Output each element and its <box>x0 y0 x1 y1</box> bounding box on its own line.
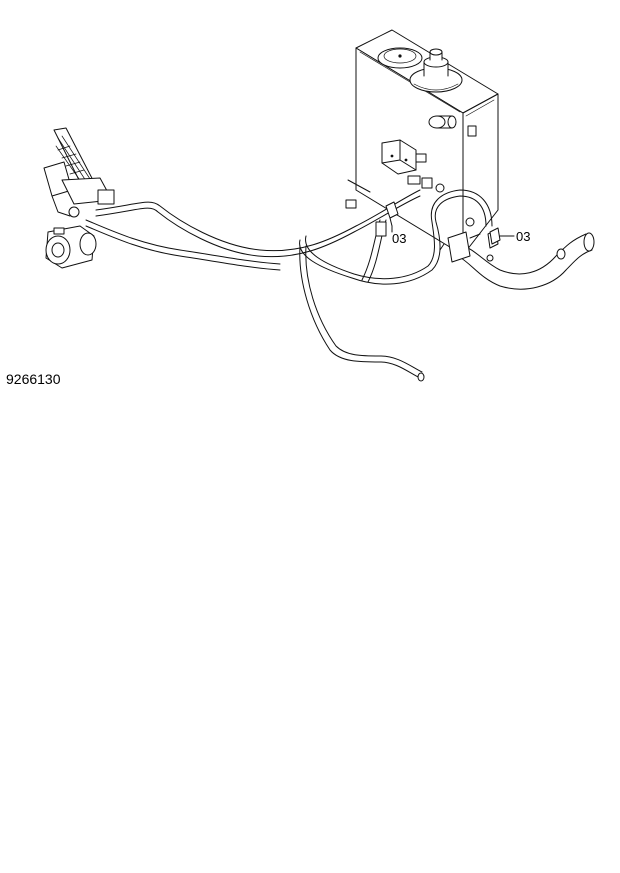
pedal-valve <box>43 127 115 218</box>
clamp-03-right <box>489 227 515 245</box>
figure-id: 9266130 <box>6 371 61 387</box>
callout-label: 03 <box>392 231 406 246</box>
coupler <box>45 225 97 269</box>
valve-block <box>381 139 427 175</box>
hose-harness <box>85 189 493 382</box>
return-pipe <box>439 217 595 290</box>
tank-fittings <box>345 175 445 209</box>
callout-label: 03 <box>516 229 530 244</box>
tank-cap <box>377 47 423 69</box>
breather-filter <box>409 48 463 93</box>
clamp-03-left <box>385 201 399 233</box>
hydraulic-tank <box>345 29 499 256</box>
tank-port <box>428 115 477 137</box>
